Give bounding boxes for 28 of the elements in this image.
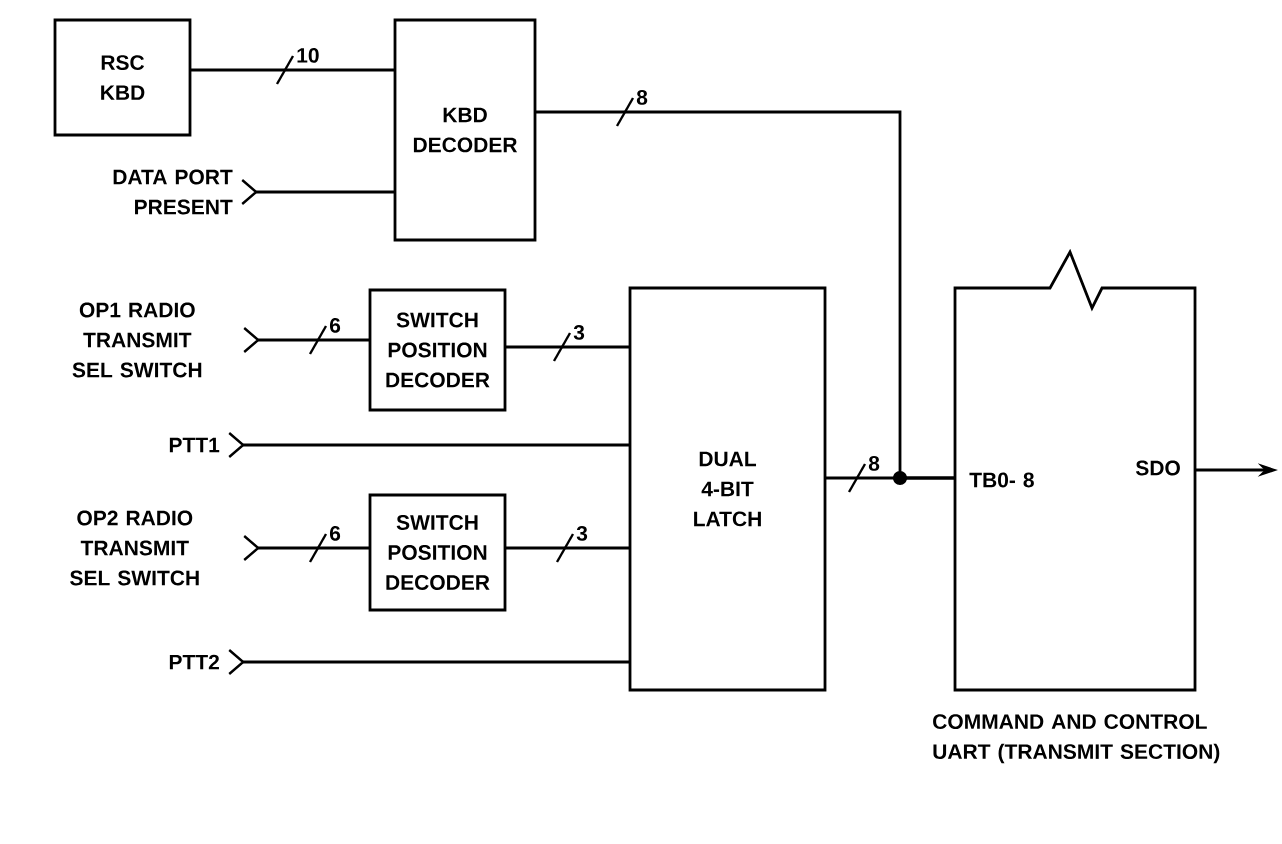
block-box: KBD DECODER bbox=[393, 18, 537, 242]
connector-line bbox=[505, 546, 630, 550]
connector-line bbox=[243, 535, 370, 561]
edge-label: 10 bbox=[295, 46, 321, 64]
block-box: DUAL 4-BIT LATCH bbox=[628, 286, 827, 692]
connector-line bbox=[190, 68, 395, 72]
connector-line bbox=[243, 327, 370, 353]
edge-label: 6 bbox=[328, 316, 342, 334]
edge-label: 3 bbox=[572, 323, 586, 341]
edge-label: 6 bbox=[328, 524, 342, 542]
block-box: SWITCH POSITION DECODER bbox=[368, 288, 507, 412]
connector-line bbox=[505, 345, 630, 349]
block-box: SWITCH POSITION DECODER bbox=[368, 493, 507, 612]
signal-label: PTT1 bbox=[169, 437, 220, 453]
edge-label: 3 bbox=[575, 524, 589, 542]
signal-label: PTT2 bbox=[169, 654, 219, 670]
connector-line bbox=[241, 179, 395, 205]
edge-label: 8 bbox=[635, 88, 649, 106]
signal-label: DATA PORT PRESENT bbox=[113, 169, 233, 215]
edge-label: 8 bbox=[867, 454, 881, 472]
connector-line bbox=[228, 649, 630, 675]
signal-label: OP1 RADIO TRANSMIT SEL SWITCH bbox=[72, 302, 202, 378]
block-box: RSC KBD bbox=[53, 18, 192, 137]
uart-box: TB0- 8 SDO bbox=[953, 248, 1197, 692]
connector-line bbox=[228, 432, 630, 458]
signal-label: OP2 RADIO TRANSMIT SEL SWITCH bbox=[70, 510, 199, 586]
connector-line bbox=[825, 476, 955, 480]
node-label: COMMAND AND CONTROL UART (TRANSMIT SECTION) bbox=[933, 714, 1220, 764]
